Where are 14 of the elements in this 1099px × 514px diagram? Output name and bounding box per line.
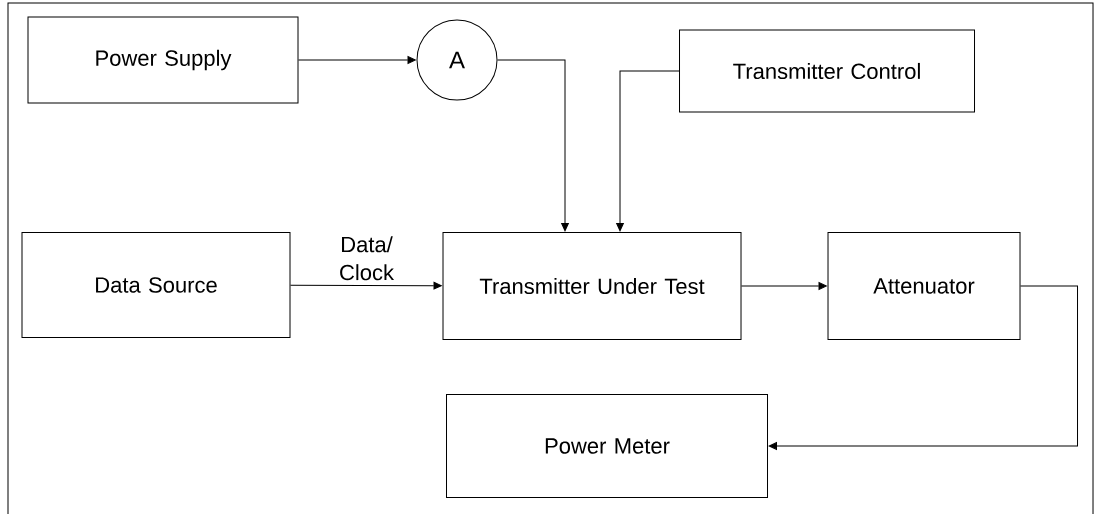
process-box: Data Source	[21, 232, 291, 338]
process-box: Power Meter	[446, 394, 768, 498]
arrow	[290, 281, 442, 290]
arrow	[298, 56, 416, 64]
process-box: Transmitter Under Test	[442, 232, 742, 340]
process-box: Attenuator	[827, 232, 1021, 340]
arrow	[741, 282, 827, 290]
process-box: Power Supply	[27, 16, 299, 104]
arrow	[616, 70, 680, 232]
circle-node: A	[416, 19, 498, 101]
process-box: Transmitter Control	[679, 29, 975, 113]
arrow	[497, 59, 569, 232]
arrow	[768, 285, 1078, 450]
edge-label: Data/ Clock	[325, 235, 408, 282]
